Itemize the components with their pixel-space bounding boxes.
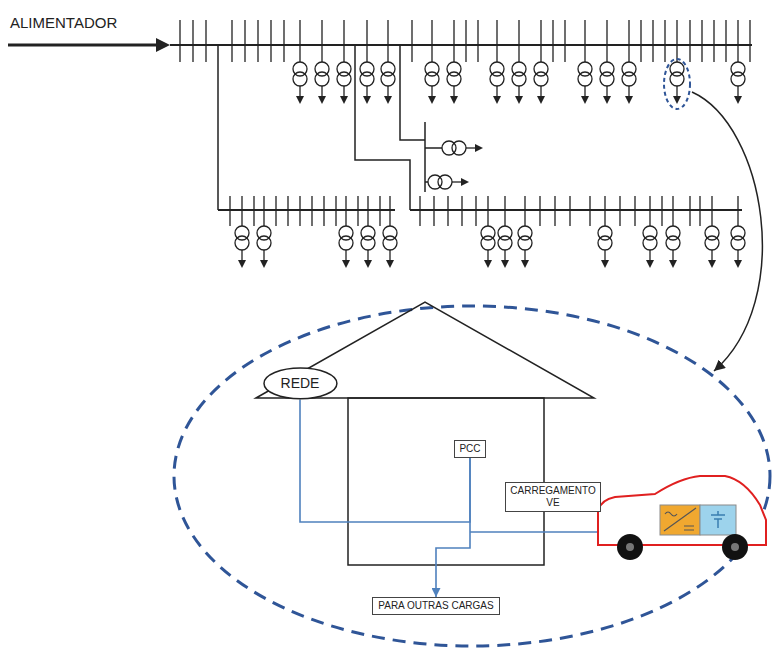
- transformer-symbol: [518, 226, 532, 268]
- transformer-symbol: [383, 226, 397, 268]
- transformer-symbol: [447, 62, 461, 104]
- node-text: PCC: [459, 443, 480, 455]
- battery-symbol: [711, 511, 725, 528]
- transformer-symbol: [622, 62, 636, 104]
- bus-tick: [230, 196, 390, 226]
- transformer-symbol: [670, 62, 684, 104]
- wire-connector: [436, 458, 470, 597]
- wire-connector: [300, 399, 470, 522]
- other-loads-box: PARA OUTRAS CARGAS: [372, 597, 499, 615]
- transformer-symbol: [731, 62, 745, 104]
- transformer-symbol: [598, 226, 612, 268]
- feeder-arrow-head: [156, 38, 170, 52]
- pcc-box: PCC: [454, 440, 485, 458]
- transformer-symbol: [235, 226, 249, 268]
- bus-tick: [420, 196, 738, 226]
- car-wheel: [722, 534, 748, 560]
- transformer-symbol: [512, 62, 526, 104]
- zoom-arrow: [692, 92, 762, 371]
- car-body: [598, 476, 766, 545]
- zoom-ellipse: [174, 306, 770, 646]
- feeder-arrow: [8, 44, 158, 47]
- transformer-symbol: [481, 226, 495, 268]
- transformer-symbol: [360, 62, 374, 104]
- transformer-symbol: [666, 226, 680, 268]
- transformer-symbol: [705, 226, 719, 268]
- transformer-symbol: [534, 62, 548, 104]
- inverter-box: [660, 505, 700, 535]
- ev-charging-box: CARREGAMENTO VE: [505, 482, 600, 512]
- transformer-symbol: [425, 62, 439, 104]
- car-wheel: [617, 534, 643, 560]
- bus-tick: [180, 20, 750, 62]
- transformer-symbol: [339, 226, 353, 268]
- branch-line: [218, 45, 442, 210]
- transformer-symbol: [337, 62, 351, 104]
- battery-box: [700, 505, 736, 535]
- transformer-symbol: [643, 226, 657, 268]
- inverter-symbol: [664, 508, 696, 531]
- grid-ellipse: REDE: [263, 367, 338, 400]
- transformer-symbol: [498, 226, 512, 268]
- transformer-symbol: [293, 62, 307, 104]
- car-wheel-hub: [626, 543, 634, 551]
- bus-line: [170, 45, 752, 210]
- ellipse-shape: [264, 368, 337, 399]
- transformer-symbol: [381, 62, 395, 104]
- car-wheel-hub: [731, 543, 739, 551]
- transformer-symbol: [731, 226, 745, 268]
- transformer-symbol: [600, 62, 614, 104]
- transformer-symbol: [257, 226, 271, 268]
- node-text: PARA OUTRAS CARGAS: [378, 600, 493, 612]
- transformer-symbol: [315, 62, 329, 104]
- transformer-symbol: [490, 62, 504, 104]
- node-text: CARREGAMENTO VE: [510, 485, 595, 509]
- transformer-symbol: [428, 175, 469, 189]
- feeder-label: ALIMENTADOR: [10, 14, 117, 31]
- highlight-ellipse: [664, 59, 690, 109]
- transformer-symbol: [361, 226, 375, 268]
- transformer-symbol: [578, 62, 592, 104]
- house-roof: [256, 302, 594, 398]
- transformer-symbol: [442, 141, 483, 155]
- node-text: REDE: [281, 375, 320, 392]
